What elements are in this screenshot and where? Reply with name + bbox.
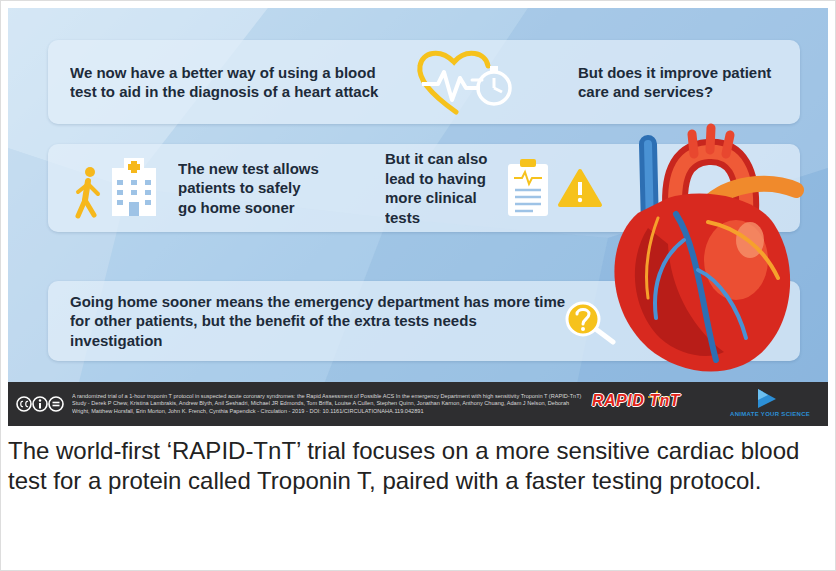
message-band: We now have a better way of using a bloo… [48, 40, 800, 124]
clipboard-icon [508, 159, 548, 216]
warning-icon [560, 171, 600, 205]
citation-bar: A randomized trial of a 1-hour troponin … [8, 382, 828, 426]
text-area: But does it improve patient care and ser… [578, 44, 783, 120]
message-text: Going home sooner means the emergency de… [70, 292, 568, 351]
text-area: The new test allows patients to safely g… [178, 148, 320, 228]
message-text: But does it improve patient care and ser… [578, 63, 783, 102]
message-text: But it can also lead to having more clin… [385, 149, 511, 227]
message-text: The new test allows patients to safely g… [178, 159, 320, 218]
figure-caption: The world-first ‘RAPID-TnT’ trial focuse… [8, 436, 826, 497]
message-text: We now have a better way of using a bloo… [70, 63, 400, 102]
rapid-tnt-logo: RAPID TnT [592, 392, 680, 410]
animate-your-science-text: ANIMATE YOUR SCIENCE [730, 411, 810, 417]
text-area: Going home sooner means the emergency de… [70, 285, 568, 357]
magnifier-icon [567, 303, 613, 342]
citation-text: A randomized trial of a 1-hour troponin … [72, 393, 582, 415]
text-area: But it can also lead to having more clin… [385, 148, 511, 228]
text-area: A randomized trial of a 1-hour troponin … [72, 386, 582, 422]
heart-illustration [614, 128, 796, 372]
creative-commons-icons [17, 397, 63, 411]
hospital-icon [112, 158, 156, 216]
walking-person-icon [78, 167, 98, 216]
message-band: The new test allows patients to safely g… [48, 144, 800, 232]
heartbeat-stopwatch-icon [420, 53, 510, 112]
animate-your-science-logo [758, 389, 776, 408]
text-area: We now have a better way of using a bloo… [70, 44, 400, 120]
infographic-panel: We now have a better way of using a bloo… [8, 8, 828, 426]
message-band: Going home sooner means the emergency de… [48, 281, 800, 361]
